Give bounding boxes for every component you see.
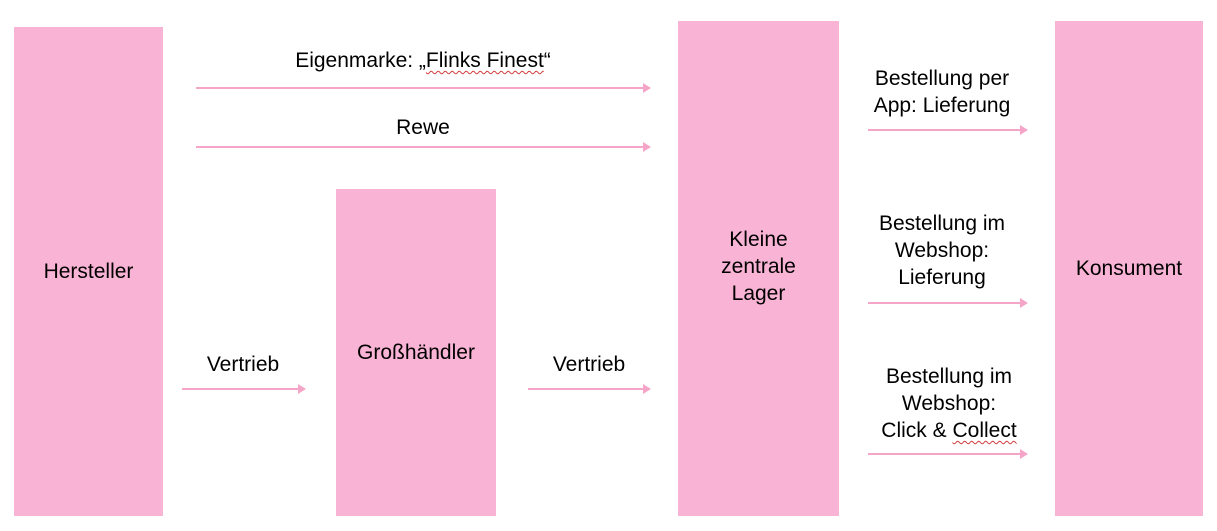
node-konsument: Konsument xyxy=(1055,21,1203,516)
edge-app-lieferung-arrow xyxy=(868,125,1028,135)
edge-webshop-click-label: Bestellung im Webshop: Click & Collect xyxy=(862,363,1036,444)
edge-eigenmarke-arrow xyxy=(196,83,651,93)
edge-webshop-click-line-1: Bestellung im xyxy=(885,365,1013,388)
node-lager-line-1: Kleine xyxy=(729,228,788,251)
edge-eigenmarke-brand: Flinks Finest xyxy=(425,49,544,72)
edge-eigenmarke-suffix: “ xyxy=(543,49,551,72)
edge-webshop-click-line-2: Webshop: xyxy=(901,392,997,415)
node-lager-line-2: zentrale xyxy=(721,255,796,278)
edge-webshop-lieferung-label: Bestellung im Webshop: Lieferung xyxy=(862,210,1022,291)
node-lager-line-3: Lager xyxy=(731,282,786,305)
edge-vertrieb-left-label: Vertrieb xyxy=(206,353,280,376)
edge-eigenmarke-label: Eigenmarke: „Flinks Finest“ xyxy=(196,47,650,74)
edge-vertrieb-left-arrow xyxy=(182,384,306,394)
edge-app-lieferung-label: Bestellung per App: Lieferung xyxy=(862,65,1022,119)
node-grosshaendler: Großhändler xyxy=(336,189,496,516)
edge-vertrieb-right-label: Vertrieb xyxy=(552,353,626,376)
edge-webshop-click-arrow xyxy=(868,449,1028,459)
edge-app-lieferung-line-1: Bestellung per xyxy=(874,67,1010,90)
edge-webshop-lieferung-line-1: Bestellung im xyxy=(878,212,1006,235)
node-lager: Kleine zentrale Lager xyxy=(678,21,839,516)
node-hersteller-label: Hersteller xyxy=(43,260,134,283)
edge-app-lieferung-line-2: App: Lieferung xyxy=(873,94,1011,117)
node-konsument-label: Konsument xyxy=(1075,257,1183,280)
edge-webshop-click-line-3a: Click & xyxy=(881,419,953,442)
edge-vertrieb-right-arrow xyxy=(528,384,651,394)
edge-webshop-click-line-3: Click & Collect xyxy=(862,417,1036,444)
node-grosshaendler-label: Großhändler xyxy=(357,341,475,364)
edge-webshop-click-line-3b: Collect xyxy=(952,419,1017,442)
edge-eigenmarke-prefix: Eigenmarke: „ xyxy=(295,49,426,72)
edge-rewe-arrow xyxy=(196,142,651,152)
node-lager-label: Kleine zentrale Lager xyxy=(721,226,796,307)
edge-webshop-lieferung-arrow xyxy=(868,298,1028,308)
edge-rewe-label: Rewe xyxy=(396,116,450,139)
node-hersteller: Hersteller xyxy=(14,27,163,516)
edge-webshop-lieferung-line-3: Lieferung xyxy=(898,266,986,289)
edge-webshop-lieferung-line-2: Webshop: xyxy=(894,239,990,262)
